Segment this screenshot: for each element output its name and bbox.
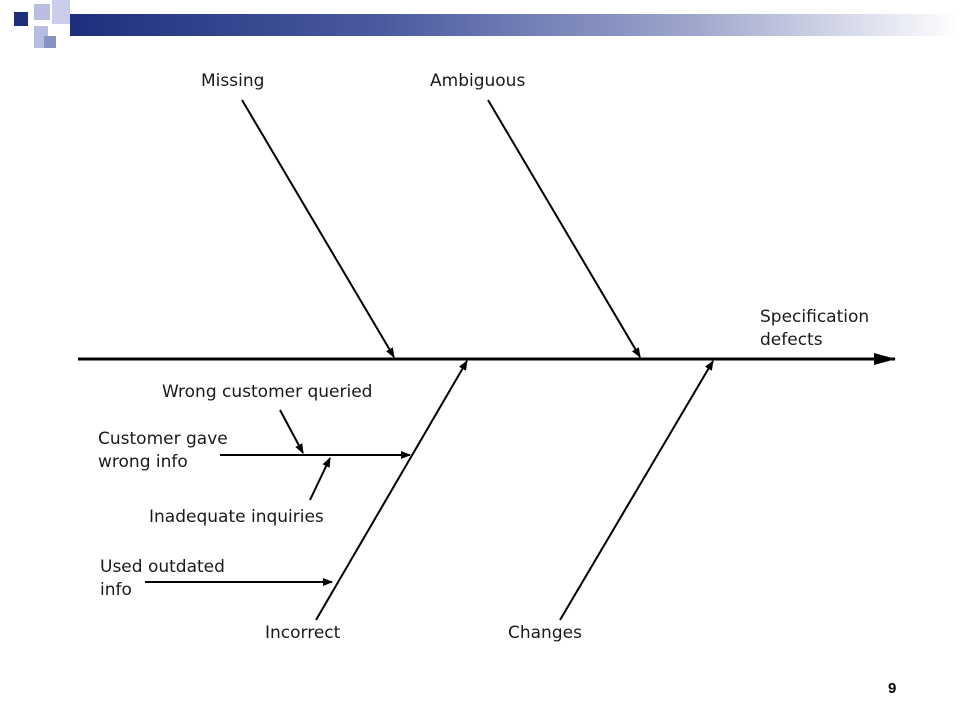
header-square-light	[52, 0, 70, 24]
cause-arrow-incorrect	[315, 360, 468, 621]
header-gradient-bar	[70, 14, 960, 36]
subcause-label-inadequate-inquiries: Inadequate inquiries	[149, 507, 324, 527]
effect-label-line2: defects	[760, 330, 823, 350]
subcause-arrow-inadequate-inquiries	[309, 457, 331, 501]
header-square-dark	[14, 12, 28, 26]
effect-label: Specification defects	[760, 306, 869, 352]
cause-label-missing: Missing	[201, 71, 265, 91]
cause-arrow-missing	[241, 99, 395, 358]
cause-label-changes: Changes	[508, 623, 582, 643]
effect-label-line1: Specification	[760, 307, 870, 327]
subcause-label-line2: info	[100, 580, 132, 600]
subcause-label-wrong-customer-queried: Wrong customer queried	[162, 382, 373, 402]
slide-page-number: 9	[888, 680, 897, 697]
subcause-arrow-wrong-customer-queried	[279, 409, 304, 454]
header-square-mid	[44, 36, 56, 48]
subcause-label-customer-gave-wrong-info: Customer gave wrong info	[98, 428, 228, 474]
cause-label-incorrect: Incorrect	[265, 623, 341, 643]
subcause-label-line2: wrong info	[98, 452, 188, 472]
header-square-light	[34, 4, 50, 20]
cause-arrow-changes	[559, 360, 714, 621]
subcause-label-line1: Customer gave	[98, 429, 228, 449]
cause-label-ambiguous: Ambiguous	[430, 71, 526, 91]
subcause-label-line1: Used outdated	[100, 557, 225, 577]
subcause-label-used-outdated-info: Used outdated info	[100, 556, 225, 602]
slide-header-bar	[0, 0, 960, 48]
cause-arrow-ambiguous	[487, 99, 641, 358]
